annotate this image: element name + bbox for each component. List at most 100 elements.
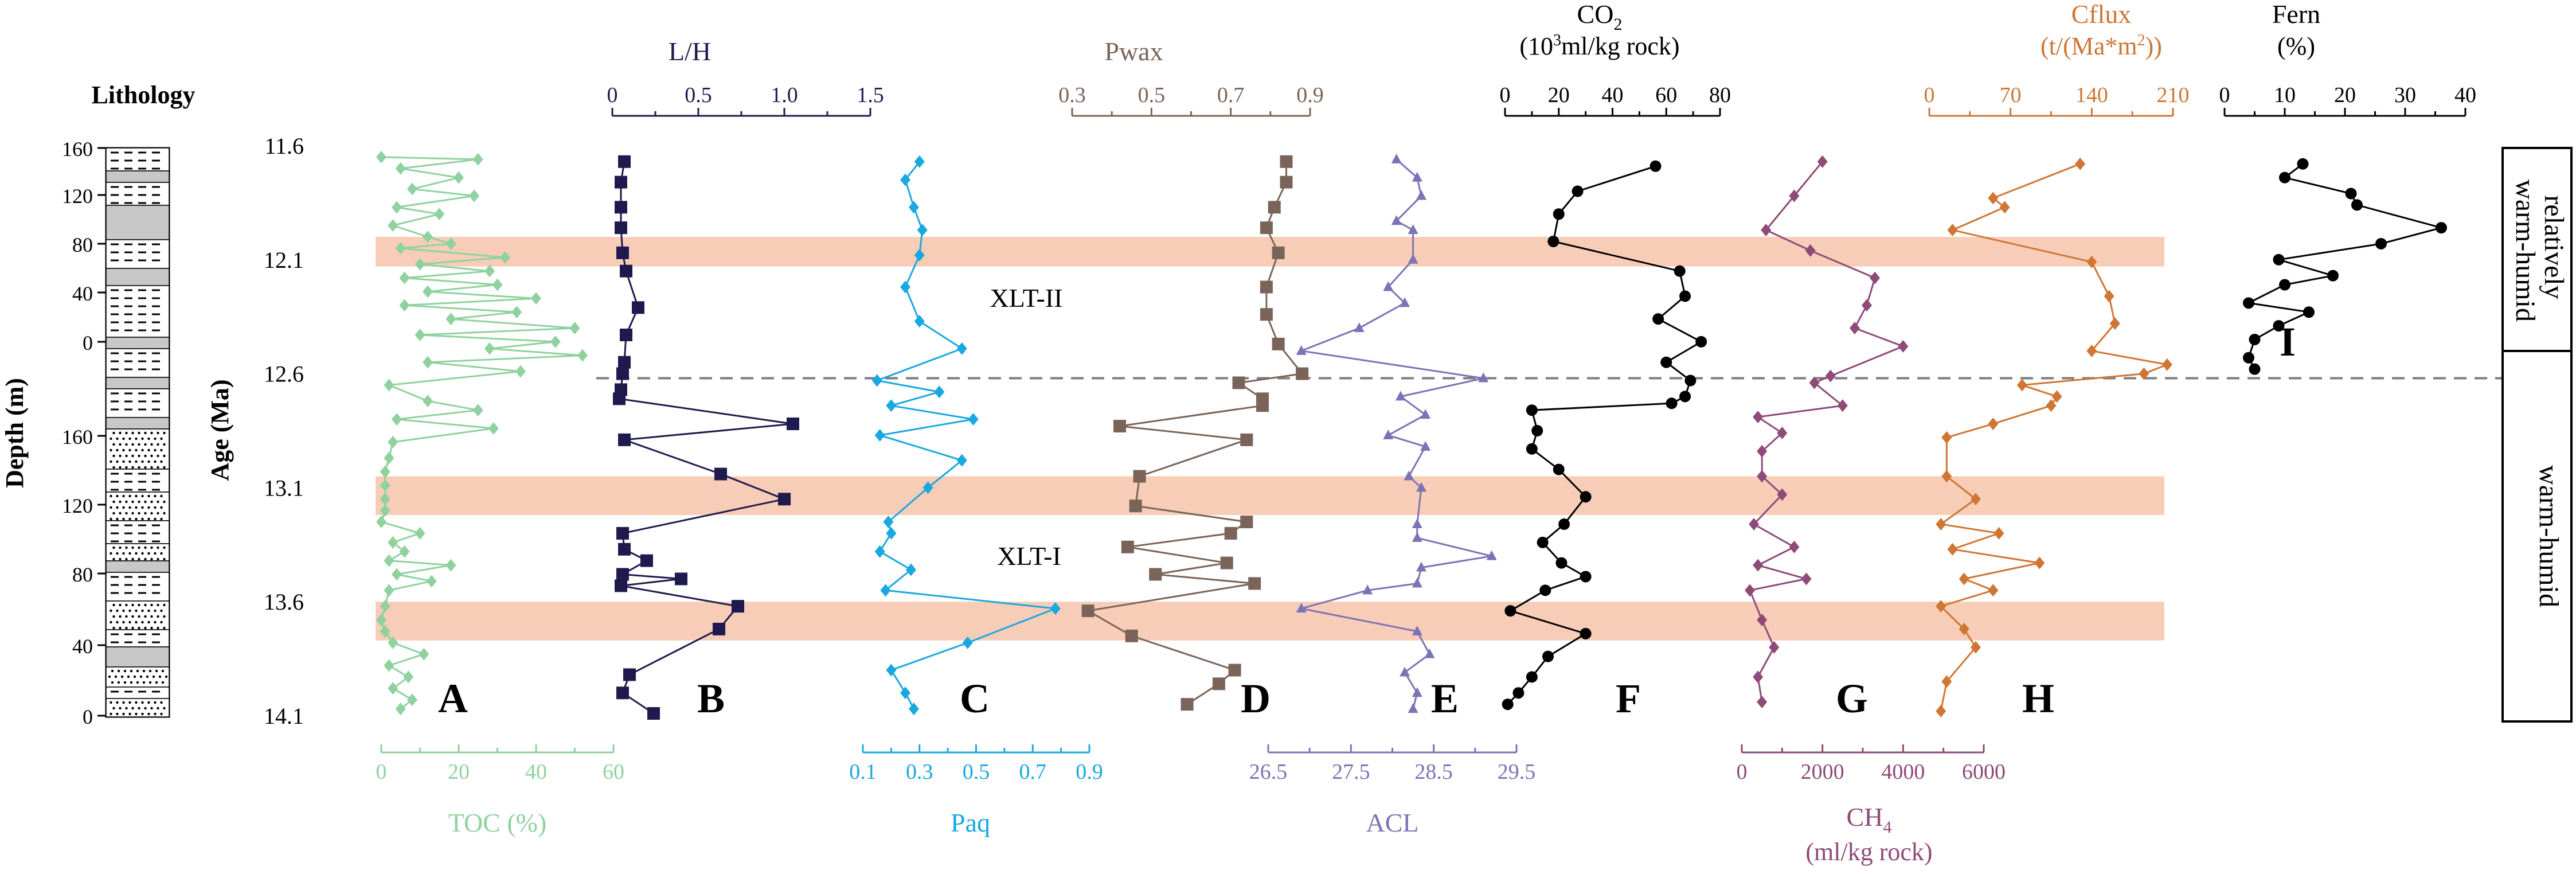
data-point (1684, 374, 1697, 387)
panel-axis-tick-label: 27.5 (1332, 760, 1370, 784)
panel-series-line (1938, 163, 2171, 712)
data-point (886, 664, 897, 677)
lithology-dot (144, 512, 147, 515)
lithology-dot (131, 431, 134, 435)
lithology-layer (105, 182, 170, 206)
lithology-dot (125, 443, 128, 446)
data-point (2051, 390, 2062, 403)
data-point (914, 155, 925, 168)
depth-tick-label: 120 (62, 185, 93, 208)
data-point (380, 479, 390, 492)
data-point (380, 493, 390, 506)
data-point (515, 365, 526, 378)
data-point (880, 584, 891, 597)
lithology-layer (105, 268, 170, 286)
lithology-dot (147, 448, 150, 452)
data-point (1531, 425, 1543, 436)
lithology-dot (110, 552, 112, 555)
lithology-dot (141, 506, 144, 509)
data-point (1988, 418, 1999, 431)
lithology-dot (163, 454, 166, 458)
data-point (905, 563, 916, 576)
lithology-dot (147, 494, 150, 498)
panel-axis-tick-label: 0.7 (1217, 83, 1245, 107)
lithology-dot (123, 669, 127, 673)
lithology-dot (141, 517, 144, 521)
data-point (1652, 313, 1664, 325)
data-point (886, 399, 897, 412)
data-point (1695, 335, 1707, 348)
lithology-dot (147, 621, 150, 624)
lithology-dot (138, 707, 140, 710)
panel-series-line (2246, 163, 2445, 370)
depth-tick-label: 80 (72, 563, 93, 586)
panel-g-title-line2: (ml/kg rock) (1805, 838, 1932, 866)
lithology-dot (112, 557, 115, 561)
data-point (395, 241, 406, 255)
lithology-dot (138, 626, 140, 630)
lithology-dot (112, 546, 115, 549)
panel-axis-tick-label: 0 (1924, 83, 1935, 107)
lithology-dot (142, 681, 146, 684)
data-point (1362, 584, 1373, 595)
lithology-layer (105, 543, 170, 561)
data-point (1753, 559, 1764, 572)
panel-i-title-line1: Fern (2272, 0, 2320, 29)
lithology-dot (128, 494, 131, 498)
lithology-dot (122, 701, 125, 704)
panel-axis-tick-label: 0 (1737, 760, 1748, 784)
data-point (615, 201, 627, 214)
data-point (934, 385, 945, 399)
lithology-dot (157, 546, 159, 549)
data-point (492, 278, 503, 291)
data-point (632, 301, 644, 314)
data-point (1553, 463, 1565, 475)
data-point (1870, 271, 1881, 284)
lithology-dot (117, 669, 120, 673)
lithology-dot (157, 431, 159, 435)
data-point (1817, 155, 1828, 168)
panel-axis-tick-label: 6000 (1962, 760, 2006, 784)
lithology-dot (144, 454, 147, 458)
panel-letter: E (1431, 676, 1459, 721)
data-point (415, 257, 425, 271)
lithology-dot (131, 546, 134, 549)
data-point (2249, 363, 2261, 375)
panel-axis-tick-label: 210 (2157, 83, 2190, 107)
data-point (569, 322, 580, 335)
data-point (1679, 290, 1691, 302)
lithology-dot (128, 552, 131, 555)
lithology-dot (157, 454, 159, 458)
lithology-dot (128, 517, 131, 521)
lithology-dot (110, 712, 112, 716)
lithology-dot (150, 557, 153, 561)
lithology-dot (116, 448, 119, 452)
lithology-dot (144, 431, 147, 435)
data-point (616, 246, 629, 259)
data-point (1395, 391, 1406, 401)
lithology-dot (138, 557, 140, 561)
data-point (908, 703, 919, 716)
lithology-dot (150, 500, 153, 504)
panel-axis-tick-label: 70 (2000, 83, 2022, 107)
panel-letter: C (960, 676, 990, 721)
age-axis: 11.612.112.613.113.614.1 (264, 133, 304, 729)
lithology-dot (150, 615, 153, 618)
data-point (2016, 379, 2027, 392)
lithology-dot (141, 460, 144, 463)
panel-title: Paq (951, 808, 990, 837)
lithology-dot (163, 546, 166, 549)
data-point (1539, 584, 1551, 596)
lithology-dot (150, 454, 153, 458)
data-point (399, 545, 410, 558)
age-tick-label: 13.1 (264, 475, 304, 501)
data-point (616, 367, 629, 380)
lithology-dot (135, 448, 138, 452)
panel-axis-tick-label: 20 (2334, 83, 2356, 107)
data-point (407, 693, 417, 707)
data-point (399, 271, 410, 284)
panel-h-title-line1: Cflux (2071, 0, 2132, 29)
data-point (1408, 253, 1418, 264)
climate-box (2501, 147, 2573, 723)
